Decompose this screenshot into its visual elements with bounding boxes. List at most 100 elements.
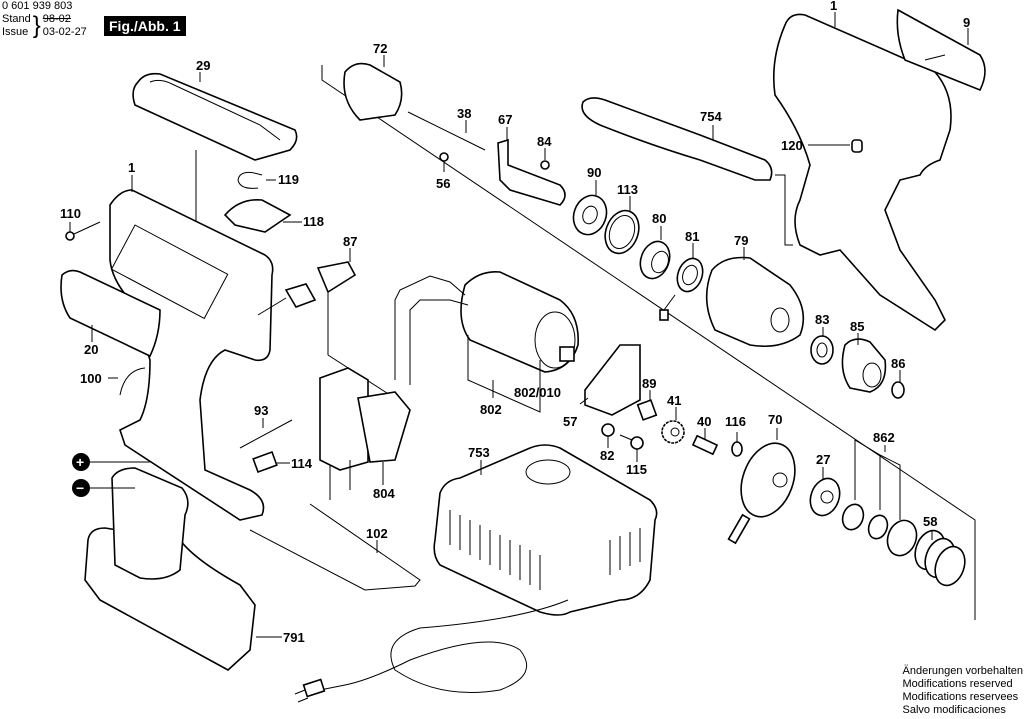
minus-icon: − bbox=[76, 480, 84, 496]
label-9: 9 bbox=[963, 15, 970, 30]
polarity-plus bbox=[72, 453, 150, 471]
part-862-ring-set bbox=[841, 439, 918, 557]
label-72: 72 bbox=[373, 41, 387, 56]
part-labels: 29 1 110 119 118 87 20 100 93 114 804 10… bbox=[60, 0, 970, 645]
part-70-gear-housing bbox=[740, 428, 796, 518]
old-date: 98-02 bbox=[42, 13, 71, 25]
label-120: 120 bbox=[781, 138, 803, 153]
part-9-label-plate bbox=[896, 8, 986, 92]
part-86-ring bbox=[891, 370, 905, 399]
label-862: 862 bbox=[873, 430, 895, 445]
issue-block: Stand Issue } 98-02 03-02-27 bbox=[2, 13, 87, 39]
label-90: 90 bbox=[587, 165, 601, 180]
part-118-latch bbox=[223, 198, 302, 233]
polarity-minus bbox=[72, 479, 135, 497]
part-89-pin bbox=[636, 390, 658, 421]
charger-cable bbox=[294, 599, 569, 703]
label-1-right: 1 bbox=[830, 0, 837, 13]
label-86: 86 bbox=[891, 356, 905, 371]
label-80: 80 bbox=[652, 211, 666, 226]
label-115: 115 bbox=[626, 462, 647, 477]
label-791: 791 bbox=[283, 630, 305, 645]
part-804-switch bbox=[319, 367, 411, 500]
label-100: 100 bbox=[80, 371, 102, 386]
label-40: 40 bbox=[697, 414, 711, 429]
plus-icon: + bbox=[76, 454, 84, 470]
part-40-shaft bbox=[691, 428, 719, 456]
label-754: 754 bbox=[700, 109, 722, 124]
document-header: 0 601 939 803 Stand Issue } 98-02 03-02-… bbox=[2, 0, 87, 39]
label-114: 114 bbox=[291, 456, 313, 471]
part-29-cover bbox=[132, 72, 298, 230]
label-804: 804 bbox=[373, 486, 395, 501]
part-72-coupling bbox=[343, 55, 403, 121]
modification-notes: Änderungen vorbehalten Modifications res… bbox=[903, 665, 1023, 717]
note-en: Modifications reserved bbox=[902, 678, 1013, 690]
part-1-right-housing bbox=[772, 12, 952, 332]
label-20: 20 bbox=[84, 342, 98, 357]
brace-icon: } bbox=[32, 12, 41, 39]
part-38-spindle bbox=[407, 111, 486, 151]
label-802-010: 802/010 bbox=[514, 385, 561, 400]
label-67: 67 bbox=[498, 112, 512, 127]
part-753-charger bbox=[433, 444, 658, 616]
part-85-sleeve bbox=[841, 333, 887, 393]
label-113: 113 bbox=[617, 182, 638, 197]
label-81: 81 bbox=[685, 229, 699, 244]
issue-label: Issue bbox=[2, 26, 29, 38]
label-87: 87 bbox=[343, 234, 357, 249]
part-116-ring bbox=[731, 432, 743, 457]
part-791-battery bbox=[84, 467, 282, 671]
label-58: 58 bbox=[923, 514, 937, 529]
part-number: 0 601 939 803 bbox=[2, 0, 73, 12]
label-85: 85 bbox=[850, 319, 864, 334]
part-67-shaft bbox=[497, 127, 566, 206]
part-93-bit bbox=[239, 418, 293, 449]
label-89: 89 bbox=[642, 376, 656, 391]
label-1-left: 1 bbox=[128, 160, 135, 175]
label-56: 56 bbox=[436, 176, 450, 191]
part-87-lever bbox=[257, 248, 391, 396]
part-81-seal bbox=[676, 243, 704, 293]
label-802: 802 bbox=[480, 402, 502, 417]
label-753: 753 bbox=[468, 445, 490, 460]
label-119: 119 bbox=[278, 172, 299, 187]
part-80-bearing bbox=[639, 226, 671, 280]
label-38: 38 bbox=[457, 106, 471, 121]
part-113-ring bbox=[604, 196, 640, 255]
label-110: 110 bbox=[60, 206, 81, 221]
small-pin-clip bbox=[659, 294, 676, 321]
part-27-bearing bbox=[809, 467, 841, 517]
part-79-gear-head bbox=[705, 247, 805, 348]
motor-wires bbox=[394, 275, 469, 385]
label-84: 84 bbox=[537, 134, 552, 149]
issue-date: 03-02-27 bbox=[42, 26, 87, 38]
label-27: 27 bbox=[816, 452, 830, 467]
label-29: 29 bbox=[196, 58, 210, 73]
part-100-clip bbox=[108, 367, 146, 396]
figure-tag: Fig./Abb. 1 bbox=[104, 16, 186, 36]
label-70: 70 bbox=[768, 412, 782, 427]
note-fr: Modifications reservees bbox=[902, 691, 1019, 703]
small-clip bbox=[727, 513, 751, 545]
part-102-wire bbox=[249, 503, 421, 591]
part-56-ball bbox=[439, 152, 449, 172]
part-41-gear bbox=[661, 407, 685, 444]
part-754-strap bbox=[581, 97, 773, 181]
part-119-clip bbox=[237, 171, 276, 189]
label-118: 118 bbox=[303, 214, 324, 229]
part-83-spring bbox=[810, 327, 834, 365]
part-110-screw bbox=[65, 221, 101, 241]
label-82: 82 bbox=[600, 448, 614, 463]
note-de: Änderungen vorbehalten bbox=[902, 665, 1023, 677]
part-115-spring bbox=[619, 434, 644, 462]
part-114-bit-holder bbox=[252, 450, 290, 474]
part-84-ball bbox=[540, 148, 550, 170]
label-57: 57 bbox=[563, 414, 577, 429]
part-802-motor bbox=[460, 270, 579, 413]
part-20-label-plate bbox=[60, 269, 161, 358]
part-1-left-housing bbox=[109, 175, 274, 521]
part-90-washer bbox=[572, 180, 608, 236]
stand-label: Stand bbox=[2, 13, 31, 25]
